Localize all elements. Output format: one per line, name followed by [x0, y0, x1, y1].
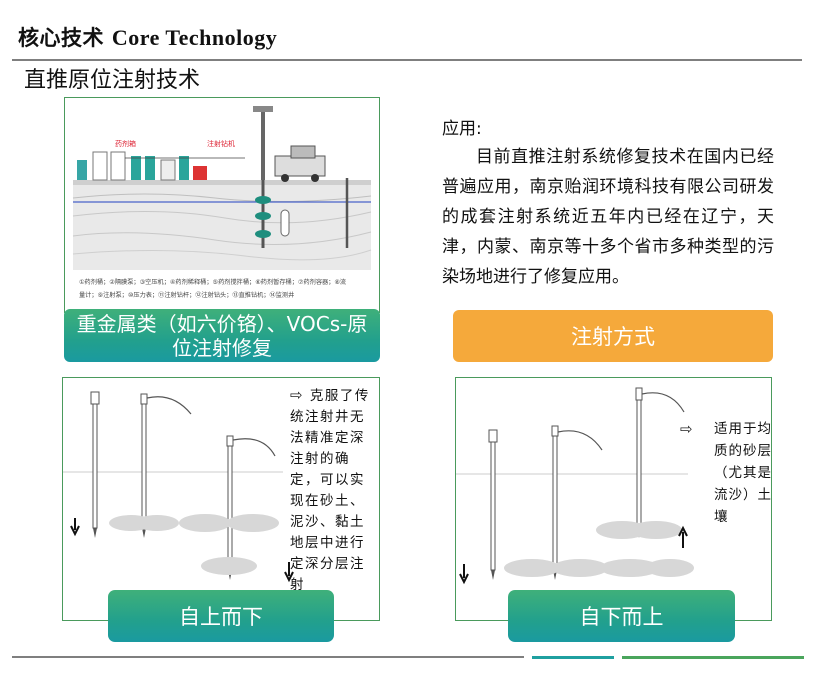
rod-2-hose — [557, 430, 603, 451]
diagram-legend-line-1: ①药剂桶；②隔膜泵；③空压机；④药剂稀释桶；⑤药剂搅拌桶；⑥药剂暂存桶；⑦药剂容… — [79, 278, 346, 286]
arrow-down-right — [284, 562, 294, 583]
rod-2-head — [140, 393, 148, 405]
rod-2-tip — [142, 528, 146, 538]
tank-5 — [145, 156, 155, 180]
rod-1-cap — [488, 429, 498, 443]
injection-mode-button[interactable]: 注射方式 — [453, 310, 773, 362]
arrow-down — [459, 564, 469, 585]
rod-2 — [141, 403, 147, 529]
bottom-up-description: ⇨ 适用于均质的砂层（尤其是流沙）土壤 — [680, 418, 774, 528]
rod-3-head — [226, 435, 234, 447]
injection-system-illustration: 药剂箱 注射钻机 ①药剂桶；②隔膜泵；③空压机；④药剂稀释桶；⑤药剂搅拌桶；⑥药… — [72, 106, 372, 299]
pump — [193, 166, 207, 180]
top-down-description: ⇨ 克服了传统注射井无法精准定深注射的确定，可以实现在砂土、泥沙、黏土地层中进行… — [290, 385, 376, 596]
soil-contour-2 — [72, 210, 372, 224]
label-tank-area: 药剂箱 — [115, 139, 136, 148]
plume-2b — [135, 515, 179, 531]
plume-2b — [552, 559, 608, 577]
drill-cab — [290, 145, 316, 159]
plume-3c — [201, 557, 257, 575]
injection-zone-3 — [255, 230, 271, 238]
rod-1-cap — [90, 391, 100, 405]
monitoring-probe — [280, 209, 290, 237]
section-title: 直推原位注射技术 — [24, 68, 201, 93]
header-title-en: Core Technology — [111, 25, 278, 50]
rod-2-hose — [146, 396, 192, 415]
label-rig-area: 注射钻机 — [207, 139, 235, 148]
tank-3 — [110, 151, 126, 181]
soil-contour-3 — [72, 231, 372, 245]
footer-divider-teal — [532, 656, 614, 659]
application-body: 目前直推注射系统修复技术在国内已经普遍应用，南京贻润环境科技有限公司研发的成套注… — [442, 147, 774, 287]
arrow-right-icon: ⇨ — [290, 386, 305, 404]
plume-2a — [504, 559, 560, 577]
rig-mast — [261, 106, 265, 180]
tank-2 — [92, 151, 108, 181]
bottom-up-button[interactable]: 自下而上 — [508, 590, 735, 642]
rig-head — [253, 106, 273, 112]
plume-3c — [600, 559, 660, 577]
injection-zone-1 — [255, 196, 271, 204]
plume-3b — [227, 514, 279, 532]
truck-wheel-2 — [311, 174, 319, 182]
rod-1-tip — [491, 570, 495, 580]
header-divider — [12, 59, 802, 61]
rod-3-head — [635, 387, 643, 401]
bottom-up-text: 适用于均质的砂层（尤其是流沙）土壤 — [714, 421, 772, 525]
rod-2-head — [551, 425, 559, 437]
soil-contour-4 — [72, 249, 372, 261]
plume-3a — [179, 514, 231, 532]
tank-7 — [179, 156, 189, 180]
injection-system-diagram: 药剂箱 注射钻机 ①药剂桶；②隔膜泵；③空压机；④药剂稀释桶；⑤药剂搅拌桶；⑥药… — [64, 97, 380, 313]
rod-1 — [490, 441, 496, 571]
tank-6 — [160, 159, 176, 181]
bottom-up-illustration — [456, 387, 694, 585]
arrow-up — [678, 525, 688, 548]
rod-3-hose — [641, 392, 685, 413]
ground-surface — [73, 180, 371, 185]
footer-divider-green — [622, 656, 804, 659]
soil-layer-top — [73, 184, 371, 270]
top-down-text: 克服了传统注射井无法精准定深注射的确定，可以实现在砂土、泥沙、黏土地层中进行定深… — [290, 388, 370, 593]
arrow-right-icon: ⇨ — [680, 420, 694, 438]
drill-truck — [274, 155, 326, 177]
injection-zone-2 — [255, 212, 271, 220]
tank-1 — [77, 160, 87, 180]
tank-4 — [131, 156, 141, 180]
plume-3b — [630, 521, 682, 539]
arrow-down-left — [70, 518, 80, 537]
heavy-metal-vocs-button[interactable]: 重金属类（如六价铬）、VOCs-原位注射修复 — [64, 309, 380, 362]
rod-3-hose — [232, 438, 276, 457]
rod-3 — [227, 445, 233, 571]
soil-contour-1 — [72, 193, 372, 203]
plume-3d — [646, 559, 694, 577]
diagram-legend-line-2: 量计；⑨注射泵；⑩压力表；⑪注射钻杆；⑫注射钻头；⑬直推钻机；⑭监测井 — [79, 291, 294, 299]
rod-3 — [636, 399, 642, 529]
top-down-panel — [62, 377, 380, 621]
bottom-up-panel — [455, 377, 772, 621]
rod-2 — [552, 435, 558, 571]
truck-wheel-1 — [281, 174, 289, 182]
top-down-button[interactable]: 自上而下 — [108, 590, 334, 642]
header-title-cn: 核心技术 — [18, 26, 104, 50]
top-down-illustration — [63, 391, 294, 583]
footer-divider-gray — [12, 656, 524, 658]
rod-1-tip — [93, 528, 97, 538]
header-title: 核心技术 Core Technology — [18, 22, 277, 52]
rod-1 — [92, 403, 98, 529]
application-heading: 应用: — [442, 119, 482, 139]
